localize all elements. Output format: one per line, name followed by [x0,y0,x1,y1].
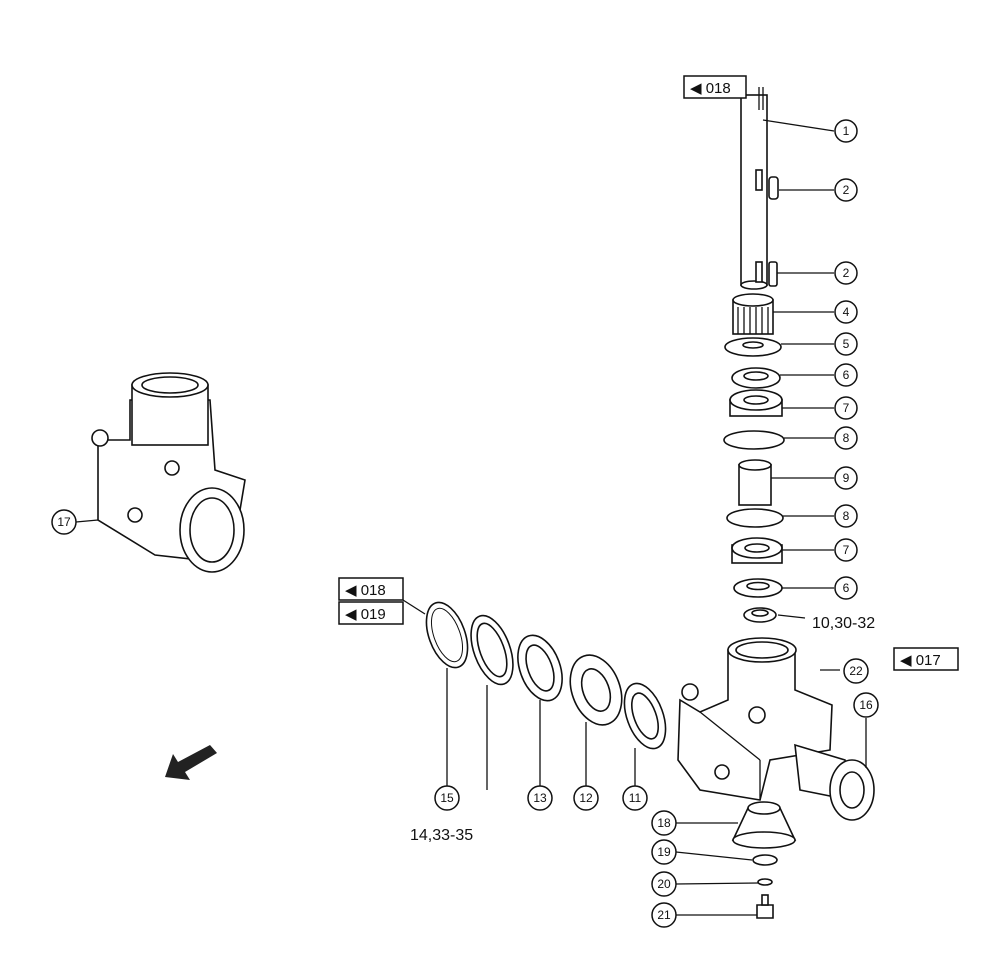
svg-text:6: 6 [843,368,850,382]
washer-bolt-part [752,854,778,919]
svg-text:8: 8 [843,509,850,523]
callout-1: 1 [834,119,858,143]
callout-6-lower: 6 [834,576,858,600]
callout-7-upper: 7 [834,396,858,420]
svg-text:4: 4 [843,305,850,319]
callout-4: 4 [834,300,858,324]
leader-lines [75,119,867,916]
svg-text:7: 7 [843,543,850,557]
svg-text:22: 22 [849,664,863,678]
callout-6-upper: 6 [834,363,858,387]
callout-9: 9 [834,466,858,490]
callout-8-lower: 8 [834,504,858,528]
callout-18: 18 [651,810,677,836]
direction-arrow-icon [165,745,217,780]
shim-part [470,614,514,686]
svg-text:◀ 019: ◀ 019 [345,606,386,623]
callout-16: 16 [853,692,879,718]
svg-text:5: 5 [843,337,850,351]
shaft-part [740,87,768,290]
callout-2-upper: 2 [834,178,858,202]
svg-text:7: 7 [843,401,850,415]
range-label-10: 10,30-32 [812,615,875,632]
ref-box-left-1: ◀ 018 [338,577,404,601]
callout-21: 21 [651,902,677,928]
key-part [768,176,779,287]
svg-text:11: 11 [629,791,642,805]
pinion-gear-part [732,293,774,335]
svg-text:18: 18 [657,816,671,830]
callout-19: 19 [651,839,677,865]
svg-text:9: 9 [843,471,850,485]
svg-text:12: 12 [579,791,593,805]
lower-bearings-part [726,508,784,623]
ring-part [623,682,667,750]
svg-text:6: 6 [843,581,850,595]
sleeve-part [738,459,772,506]
svg-text:20: 20 [657,877,671,891]
washer-part [724,337,782,357]
callout-8-upper: 8 [834,426,858,450]
bearing-part [569,654,623,726]
housing-detail-part [91,372,246,573]
callout-12: 12 [573,785,599,811]
svg-text:15: 15 [440,791,454,805]
svg-text:8: 8 [843,431,850,445]
snap-ring-part [425,601,469,669]
callout-15: 15 [434,785,460,811]
callout-7-lower: 7 [834,538,858,562]
svg-text:◀ 018: ◀ 018 [345,582,386,599]
upper-bearings-part [723,367,785,450]
svg-text:2: 2 [843,266,850,280]
callout-20: 20 [651,871,677,897]
callout-2-lower: 2 [834,261,858,285]
bevel-pinion-part [794,743,875,821]
seal-part [517,634,563,702]
svg-text:16: 16 [859,698,873,712]
range-label-14: 14,33-35 [410,827,473,844]
callout-22: 22 [843,658,869,684]
svg-text:2: 2 [843,183,850,197]
ref-box-right: ◀ 017 [893,647,959,671]
svg-text:◀ 018: ◀ 018 [690,80,731,97]
svg-text:19: 19 [657,845,671,859]
svg-text:1: 1 [843,124,850,138]
svg-text:21: 21 [657,908,671,922]
callout-17: 17 [51,509,77,535]
gearbox-housing-part [677,637,833,801]
ref-box-top: ◀ 018 [683,75,747,99]
svg-text:17: 17 [57,515,71,529]
callout-11: 11 [622,785,648,811]
callout-5: 5 [834,332,858,356]
callout-13: 13 [527,785,553,811]
bevel-gear-part [731,801,797,849]
svg-text:13: 13 [533,791,547,805]
svg-text:◀ 017: ◀ 017 [900,652,941,669]
ref-box-left-2: ◀ 019 [338,601,404,625]
